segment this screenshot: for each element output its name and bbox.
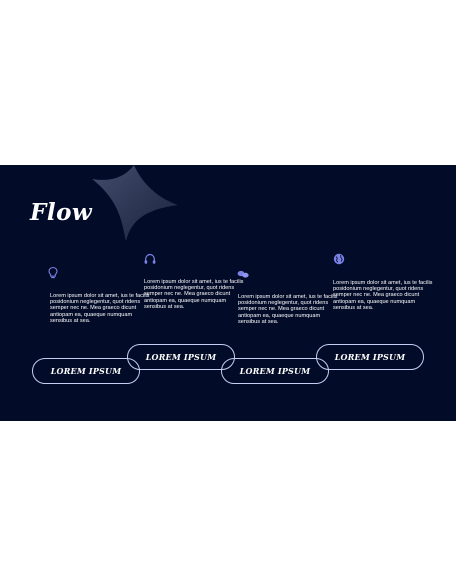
step-1-label: LOREM IPSUM <box>32 358 140 384</box>
star-decoration <box>92 165 178 241</box>
flow-slide: Flow Lorem ipsum dolor sit amet, ius te … <box>0 165 456 421</box>
headphones-icon <box>144 253 156 264</box>
step-2-description: Lorem ipsum dolor sit amet, ius te facil… <box>144 279 244 310</box>
globe-icon <box>333 253 345 265</box>
lightbulb-icon <box>48 266 58 279</box>
step-3-label: LOREM IPSUM <box>221 358 329 384</box>
chat-bubbles-icon <box>237 270 249 278</box>
step-2-label: LOREM IPSUM <box>127 344 235 370</box>
step-4-description: Lorem ipsum dolor sit amet, ius te facil… <box>333 280 433 311</box>
slide-title: Flow <box>30 199 93 226</box>
step-4-label: LOREM IPSUM <box>316 344 424 370</box>
step-3-description: Lorem ipsum dolor sit amet, ius te facil… <box>238 294 338 325</box>
step-1-description: Lorem ipsum dolor sit amet, ius te facil… <box>50 293 150 324</box>
